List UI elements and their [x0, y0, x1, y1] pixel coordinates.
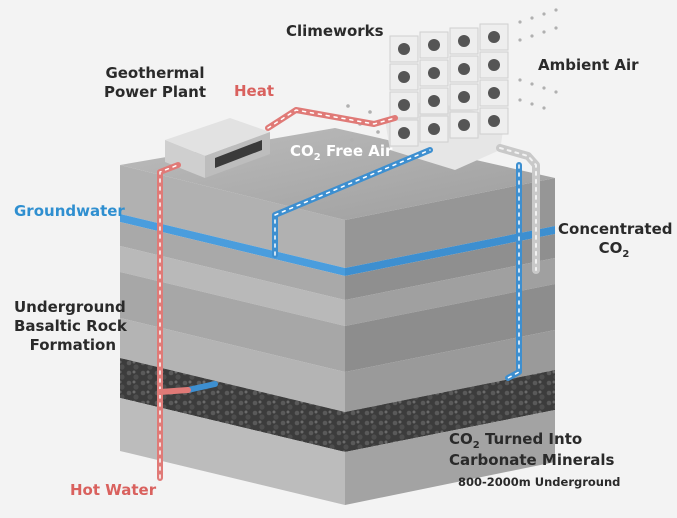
block-left-face [120, 165, 345, 505]
free-air-text: Free Air [320, 142, 393, 160]
concentrated-co2-label: Concentrated CO2 [558, 220, 673, 260]
co2-pipe [496, 144, 540, 274]
depth-label: 800-2000m Underground [458, 475, 621, 489]
climeworks-collectors [385, 23, 509, 170]
basalt-line3: Formation [29, 336, 116, 354]
basalt-label: Underground Basaltic Rock Formation [14, 298, 127, 355]
geothermal-plant [165, 118, 270, 178]
geothermal-label: Geothermal Power Plant [100, 64, 210, 102]
groundwater-layer-right [345, 226, 555, 276]
air-particles [346, 8, 558, 152]
co2-prefix: CO [290, 142, 314, 160]
geothermal-line2: Power Plant [103, 83, 207, 101]
concentrated-co: CO [598, 239, 623, 257]
minerals-co: CO [449, 430, 473, 448]
mineral-layer-left [120, 358, 345, 452]
block-right-face [345, 178, 555, 505]
heat-label: Heat [234, 82, 275, 100]
groundwater-layer-left [120, 214, 345, 276]
minerals-line2: Carbonate Minerals [449, 451, 615, 469]
co2-free-air-label: CO2 Free Air [290, 142, 392, 163]
hot-water-label: Hot Water [70, 481, 157, 499]
basalt-line1: Underground [14, 298, 126, 316]
concentrated-text: Concentrated [558, 220, 673, 238]
climeworks-label: Climeworks [286, 22, 384, 40]
groundwater-label: Groundwater [14, 202, 125, 220]
mineral-layer-right [345, 370, 555, 452]
geothermal-line1: Geothermal [105, 64, 205, 82]
hot-water-pipe [157, 107, 398, 481]
basalt-line2: Basaltic Rock [14, 317, 127, 335]
concentrated-subscript: 2 [622, 249, 630, 260]
ambient-air-label: Ambient Air [538, 56, 639, 74]
minerals-label: CO2 Turned Into Carbonate Minerals [449, 430, 614, 470]
cold-water-pipe [185, 147, 522, 393]
minerals-subscript: 2 [472, 440, 480, 451]
co2-subscript: 2 [313, 152, 321, 163]
minerals-line1-suffix: Turned Into [479, 430, 583, 448]
